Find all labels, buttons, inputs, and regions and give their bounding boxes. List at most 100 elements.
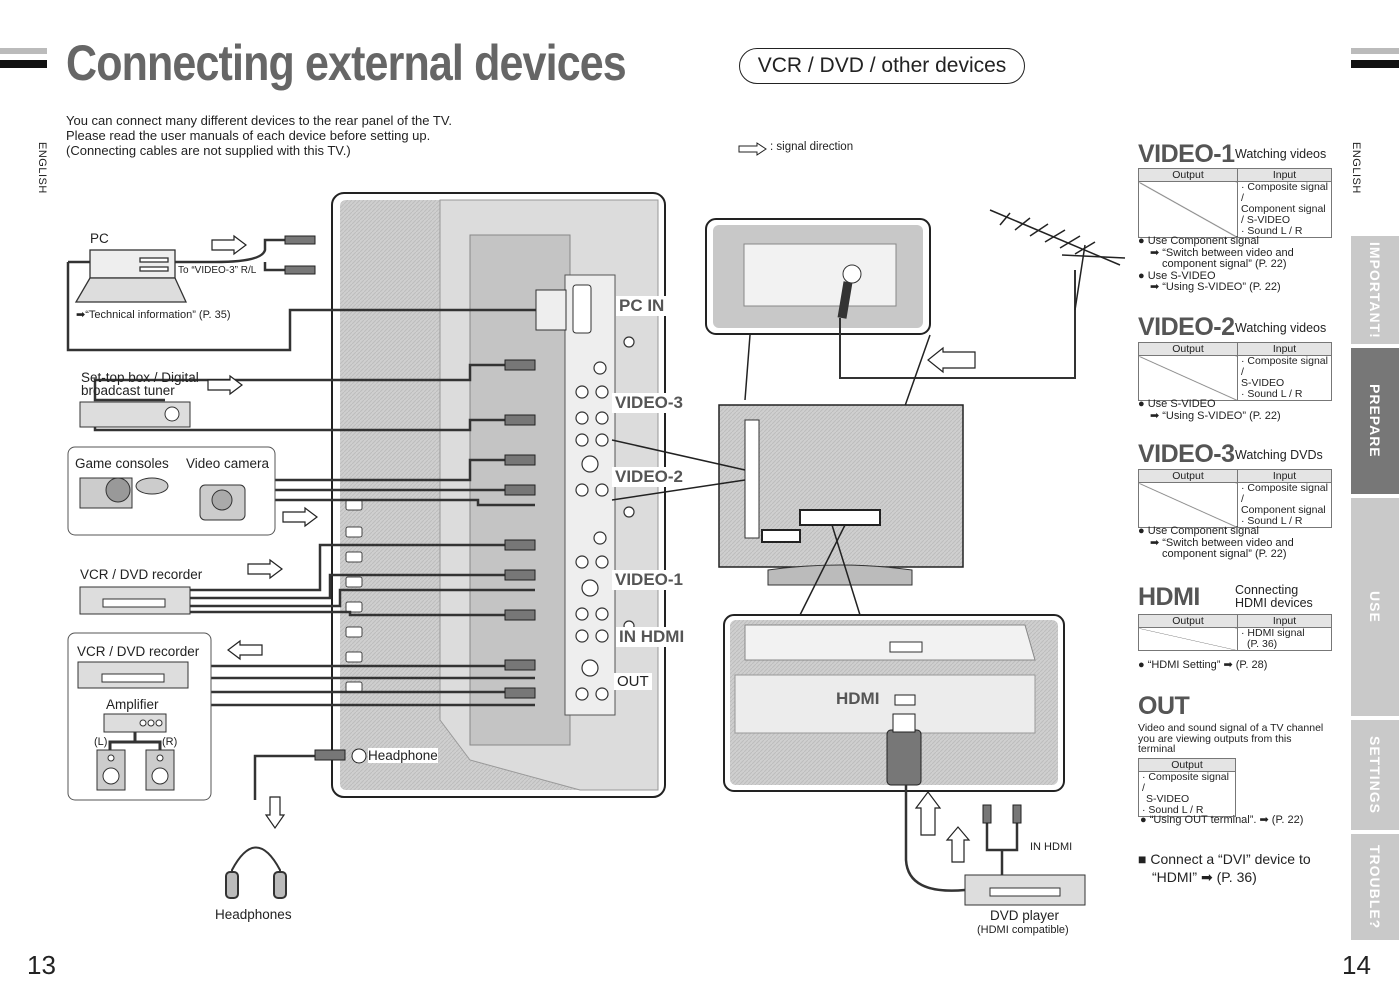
- out-description: Video and sound signal of a TV channel y…: [1138, 723, 1323, 755]
- vcr-recorder-label-2: VCR / DVD recorder: [77, 644, 200, 659]
- tab-trouble[interactable]: TROUBLE?: [1351, 834, 1399, 940]
- headphone-jack: [351, 748, 367, 764]
- intro-line-1: You can connect many different devices t…: [66, 113, 452, 128]
- plugs: [284, 235, 536, 761]
- tab-label: SETTINGS: [1367, 735, 1383, 814]
- io-item: · Sound L / R: [1241, 388, 1303, 400]
- io-item: · Composite signal /: [1142, 771, 1229, 794]
- tab-settings[interactable]: SETTINGS: [1351, 720, 1399, 830]
- pc-device: [74, 249, 188, 303]
- settop-line-2: broadcast tuner: [81, 383, 175, 398]
- input-header: Input: [1237, 469, 1332, 483]
- in-hdmi-label: IN HDMI: [616, 627, 688, 647]
- page-number-left: 13: [27, 950, 56, 980]
- output-cell: [1138, 181, 1238, 238]
- antenna-icon: [989, 209, 1126, 311]
- io-item: · Composite signal /: [1241, 181, 1328, 204]
- left-speaker-label: (L): [94, 736, 108, 748]
- arrow-right-icon: ➡: [76, 309, 86, 321]
- tv-rear-view: [718, 404, 964, 568]
- io-item: Component signal: [1241, 203, 1326, 215]
- desc-line: Video and sound signal of a TV channel: [1138, 722, 1324, 734]
- note-line: ● Use Component signal: [1138, 525, 1259, 537]
- hdmi-plug: [886, 729, 922, 786]
- note-line: ● Use Component signal: [1138, 235, 1259, 247]
- in-hdmi-small-label: IN HDMI: [1030, 841, 1073, 853]
- pc-label: PC: [90, 231, 109, 246]
- page-number-right: 14: [1342, 950, 1371, 980]
- corner-bar-left-dark: [0, 60, 47, 68]
- desc-line: you are viewing outputs from this: [1138, 732, 1292, 745]
- tab-prepare[interactable]: PREPARE: [1351, 348, 1399, 494]
- io-item: / S-VIDEO: [1241, 214, 1291, 226]
- desc-line: terminal: [1138, 743, 1176, 755]
- video1-heading: VIDEO-1: [1138, 140, 1235, 168]
- io-item: · Composite signal /: [1241, 355, 1328, 378]
- dvi-line-2: “HDMI” ➡ (P. 36): [1152, 869, 1257, 885]
- output-cell: [1138, 355, 1238, 401]
- input-cell: · Composite signal /S-VIDEO· Sound L / R: [1237, 355, 1332, 401]
- io-item: · Composite signal /: [1241, 482, 1328, 505]
- tab-important[interactable]: IMPORTANT!: [1351, 236, 1399, 344]
- intro-line-3: (Connecting cables are not supplied with…: [66, 143, 351, 158]
- language-label-left: ENGLISH: [36, 142, 48, 194]
- to-video3-label: To “VIDEO-3” R/L: [178, 265, 257, 276]
- language-label-right: ENGLISH: [1350, 142, 1362, 194]
- tab-label: TROUBLE?: [1367, 844, 1383, 930]
- io-item: (P. 36): [1247, 638, 1278, 650]
- tech-info-label: ➡“Technical information” (P. 35): [76, 308, 231, 321]
- av-jacks: [575, 336, 635, 701]
- io-item: · Sound L / R: [1241, 515, 1303, 527]
- video1-subheading: Watching videos: [1235, 147, 1327, 161]
- dvd-player-label: DVD player: [990, 908, 1060, 923]
- video2-subheading: Watching videos: [1235, 321, 1327, 335]
- io-item: · Sound L / R: [1142, 804, 1204, 816]
- note-line: ➡ “Switch between video and: [1150, 536, 1294, 549]
- intro-line-2: Please read the user manuals of each dev…: [66, 128, 431, 143]
- output-header: Output: [1138, 168, 1238, 182]
- video-camera-label: Video camera: [186, 456, 270, 471]
- headphones-device: [225, 846, 287, 899]
- settop-line-1: Set-top box / Digital: [81, 370, 199, 385]
- video1-notes: ● Use Component signal ➡ “Switch between…: [1138, 235, 1294, 294]
- tech-info-text: “Technical information” (P. 35): [85, 309, 231, 321]
- corner-bar-left: [0, 48, 47, 54]
- page-title: Connecting external devices: [66, 35, 627, 91]
- out-notes: ● “Using OUT terminal”. ➡ (P. 22): [1140, 814, 1304, 826]
- out-heading: OUT: [1138, 692, 1190, 720]
- note-line: component signal” (P. 22): [1162, 258, 1287, 270]
- tab-use[interactable]: USE: [1351, 498, 1399, 716]
- video3-subheading: Watching DVDs: [1235, 448, 1323, 462]
- signal-direction-label: : signal direction: [770, 141, 854, 153]
- tab-label: PREPARE: [1367, 384, 1383, 458]
- dvi-note: ■ Connect a “DVI” device to “HDMI” ➡ (P.…: [1138, 850, 1311, 886]
- tab-label: USE: [1367, 591, 1383, 623]
- note-line: ● Use S-VIDEO: [1138, 398, 1216, 410]
- input-cell: · Composite signal /Component signal/ S-…: [1237, 181, 1332, 238]
- video3-heading: VIDEO-3: [1138, 440, 1235, 468]
- amplifier-label: Amplifier: [106, 697, 159, 712]
- video2-label: VIDEO-2: [612, 467, 687, 487]
- input-header: Input: [1237, 168, 1332, 182]
- out-io-table: Output · Composite signal /S-VIDEO· Soun…: [1138, 758, 1236, 817]
- corner-bar-right: [1351, 48, 1399, 54]
- output-cell: [1138, 627, 1238, 651]
- game-consoles-label: Game consoles: [75, 456, 169, 471]
- input-cell: · HDMI signal(P. 36): [1237, 627, 1332, 651]
- pc-in-label: PC IN: [616, 296, 668, 316]
- dvi-line-1: ■ Connect a “DVI” device to: [1138, 851, 1311, 867]
- io-item: · HDMI signal: [1241, 627, 1305, 639]
- note-line: component signal” (P. 22): [1162, 548, 1287, 560]
- section-pill: VCR / DVD / other devices: [739, 48, 1025, 84]
- hdmi-closeup-label: HDMI: [836, 689, 880, 708]
- intro-text: You can connect many different devices t…: [66, 113, 452, 158]
- input-header: Input: [1237, 342, 1332, 356]
- port-strip: [564, 274, 616, 716]
- hdmi-sub-line-1: Connecting: [1235, 583, 1299, 597]
- hdmi-notes: ● “HDMI Setting” ➡ (P. 28): [1138, 659, 1268, 671]
